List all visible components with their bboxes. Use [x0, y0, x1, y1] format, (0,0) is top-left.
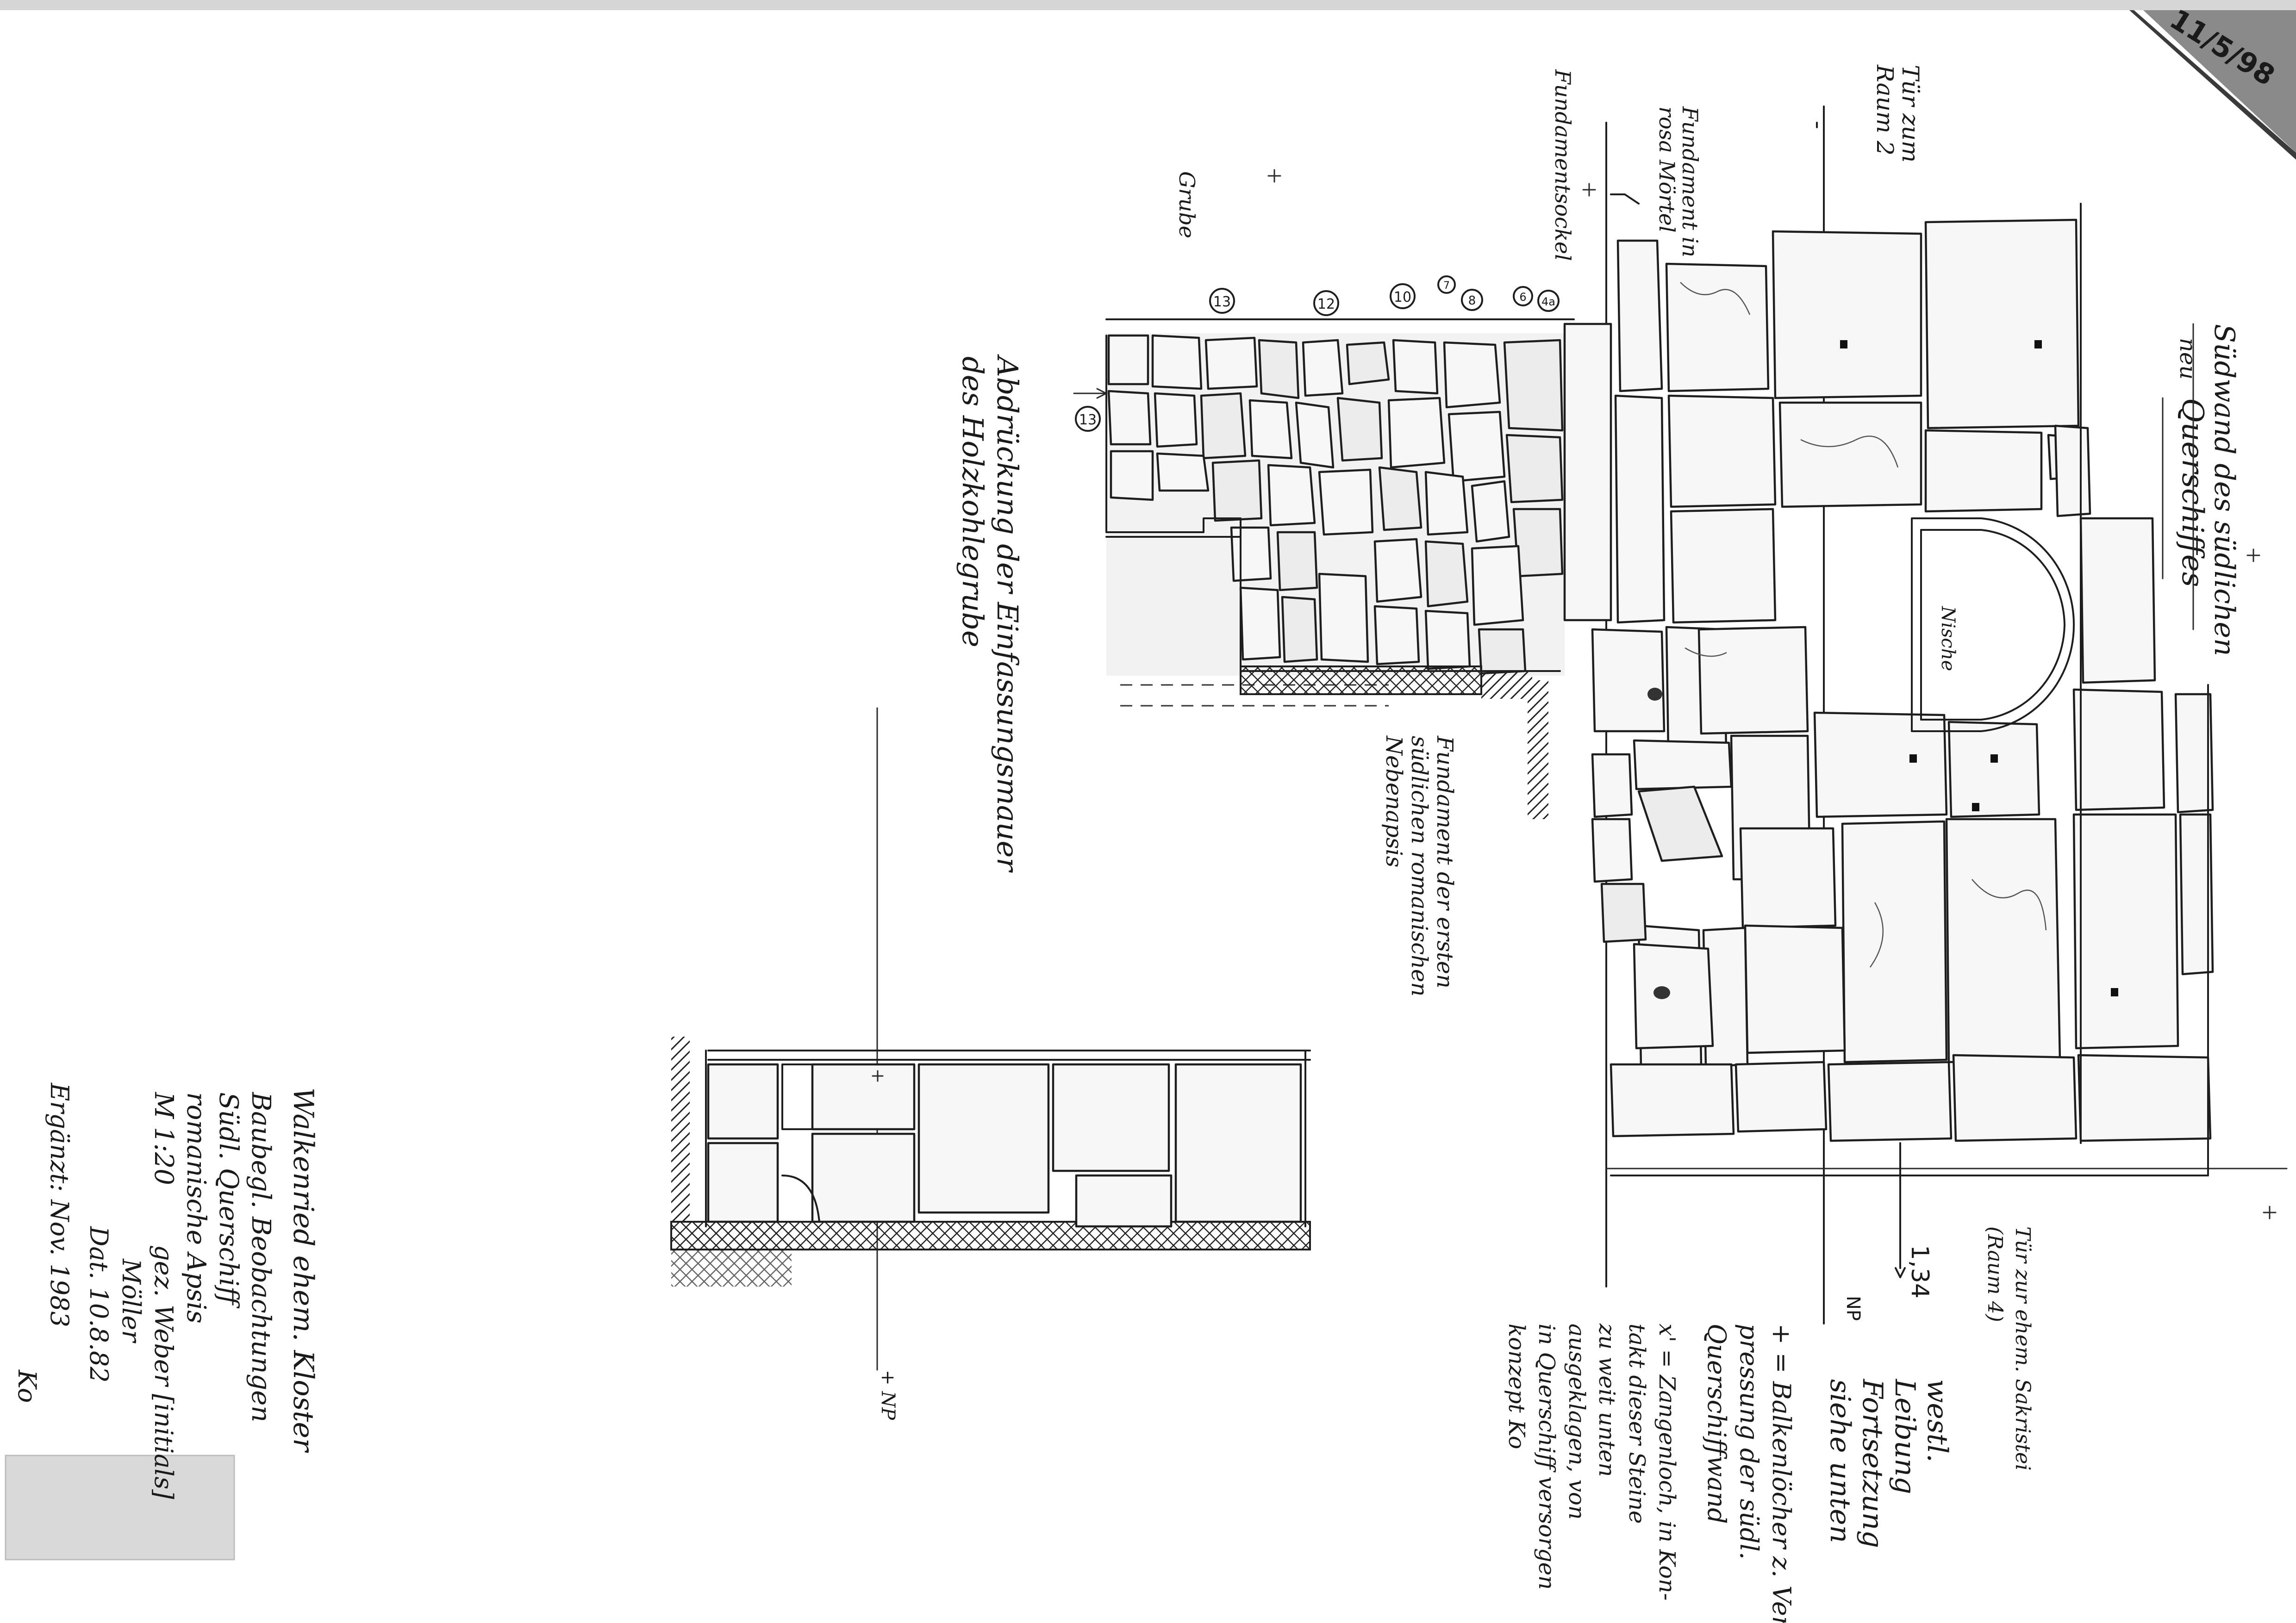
svg-text:Nebenapsis: Nebenapsis [1381, 735, 1407, 867]
heading-line1: Südwand des südlichen [2208, 324, 2240, 656]
svg-text:Querschiffwand: Querschiffwand [1702, 1324, 1731, 1524]
svg-text:Baubegl. Beobachtungen: Baubegl. Beobachtungen [246, 1092, 276, 1422]
svg-text:M 1:20: M 1:20 [149, 1092, 179, 1185]
svg-text:Fortsetzung: Fortsetzung [1856, 1379, 1889, 1548]
heading-note: neu [2175, 338, 2201, 379]
label-wall-imprint: Abdrückung der Einfassungsmauer des Holz… [956, 354, 1024, 873]
label-foundation-pink: Fundament in rosa Mörtel [1654, 106, 1703, 257]
folded-corner [2143, 10, 2296, 153]
foundation-hatching [670, 665, 1548, 1287]
svg-text:Dat. 10.8.82: Dat. 10.8.82 [84, 1226, 113, 1383]
svg-text:takt dieser Steine: takt dieser Steine [1624, 1324, 1650, 1524]
svg-text:Ergänzt: Nov. 1983: Ergänzt: Nov. 1983 [45, 1082, 74, 1327]
label-romanesque-foundation: Fundament der ersten südlichen romanisch… [1381, 735, 1458, 996]
datum-cross-icon [1267, 169, 1281, 183]
svg-text:Abdrückung der Einfassungsmaue: Abdrückung der Einfassungsmauer [991, 354, 1024, 873]
svg-text:gez. Weber [initials]: gez. Weber [initials] [149, 1245, 178, 1499]
svg-text:pressung der südl.: pressung der südl. [1734, 1324, 1764, 1560]
scan-edge-top [0, 0, 2296, 10]
label-west-offset: westl. Leibung Fortsetzung siehe unten [1824, 1379, 1953, 1548]
label-niche: Nische [1937, 606, 1959, 671]
svg-text:westl.: westl. [1921, 1379, 1953, 1462]
svg-text:ausgeklagen, von: ausgeklagen, von [1564, 1324, 1590, 1520]
svg-text:siehe unten: siehe unten [1824, 1379, 1856, 1543]
svg-text:13: 13 [1213, 294, 1231, 310]
svg-text:x' = Zangenloch, in Kon-: x' = Zangenloch, in Kon- [1654, 1324, 1680, 1601]
label-pit: Grube [1174, 171, 1199, 238]
svg-text:Fundament der ersten: Fundament der ersten [1432, 735, 1458, 989]
svg-text:12: 12 [1317, 296, 1335, 312]
rubble-wall [1105, 333, 1565, 676]
svg-text:zu weit unten: zu weit unten [1594, 1323, 1620, 1477]
svg-text:Fundament in: Fundament in [1678, 106, 1703, 257]
svg-text:Tür zur ehem. Sakristei: Tür zur ehem. Sakristei [2011, 1226, 2034, 1471]
np-marker-lower: + NP [877, 1370, 898, 1420]
legend-plus: + = Balkenlöcher z. Ver- pressung der sü… [1702, 1324, 1796, 1623]
svg-text:Leibung: Leibung [1889, 1379, 1921, 1494]
svg-text:Möller: Möller [117, 1258, 146, 1343]
svg-text:rosa Mörtel: rosa Mörtel [1654, 106, 1679, 233]
svg-text:Tür zum: Tür zum [1897, 65, 1924, 162]
lower-section [705, 1050, 1311, 1228]
svg-text:konzept Ko: konzept Ko [1504, 1324, 1529, 1449]
svg-text:6: 6 [1519, 291, 1526, 304]
svg-text:7: 7 [1443, 280, 1450, 292]
svg-text:4a: 4a [1541, 295, 1555, 308]
compass-arrow-icon [1610, 193, 1640, 205]
tape-strip [6, 1455, 234, 1560]
svg-text:10: 10 [1394, 289, 1411, 305]
svg-text:Walkenried ehem. Kloster: Walkenried ehem. Kloster [287, 1088, 319, 1453]
label-foundation-base: Fundamentsockel [1550, 69, 1575, 261]
legend-x: x' = Zangenloch, in Kon- takt dieser Ste… [1504, 1323, 1680, 1601]
svg-text:Ko: Ko [12, 1369, 42, 1403]
svg-text:(Raum 4): (Raum 4) [1983, 1226, 2007, 1322]
callout-markers: 13 12 10 8 7 6 4a 13 [1073, 275, 1560, 432]
svg-text:romanische Apsis: romanische Apsis [181, 1092, 211, 1324]
svg-text:+ = Balkenlöcher z. Ver-: + = Balkenlöcher z. Ver- [1767, 1324, 1796, 1623]
ashlar-wall [1563, 203, 2214, 1176]
title-block: Walkenried ehem. Kloster Baubegl. Beobac… [12, 1082, 319, 1499]
svg-text:in Querschiff versorgen: in Querschiff versorgen [1534, 1324, 1560, 1590]
heading-block: Südwand des südlichen neu Querschiffes [2162, 323, 2240, 656]
folded-corner-edge [2129, 10, 2296, 160]
label-door-room2: Tür zum Raum 2 [1872, 64, 1924, 162]
svg-text:13: 13 [1079, 412, 1097, 428]
dimension-label: 1,34 [1906, 1245, 1934, 1299]
svg-text:südlichen romanischen: südlichen romanischen [1406, 736, 1432, 996]
svg-text:8: 8 [1468, 294, 1476, 308]
svg-text:des Holzkohlegrube: des Holzkohlegrube [956, 356, 990, 647]
heading-line2: Querschiffes [2175, 398, 2209, 587]
svg-text:Raum 2: Raum 2 [1872, 64, 1898, 155]
np-marker: NP [1842, 1296, 1864, 1321]
svg-text:Südl. Querschiff: Südl. Querschiff [213, 1092, 243, 1309]
label-door-sacristy: Tür zur ehem. Sakristei (Raum 4) [1983, 1226, 2034, 1471]
